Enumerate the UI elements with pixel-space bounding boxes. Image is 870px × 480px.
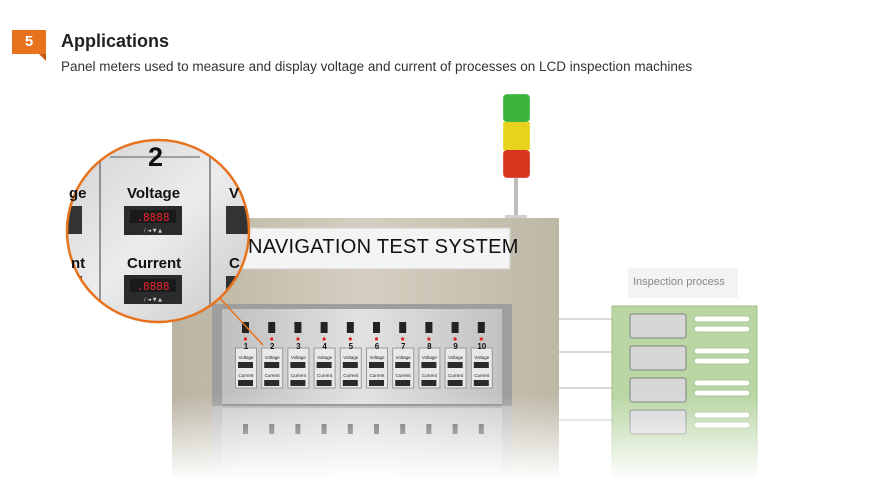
channel-current-label: Current <box>395 373 411 378</box>
panel-meter-icon <box>316 362 332 368</box>
toggle-switch-icon <box>399 322 407 333</box>
channel-current-label: Current <box>474 373 490 378</box>
channel-current-label: Current <box>317 373 333 378</box>
panel-meter-icon <box>342 362 358 368</box>
panel-meter-icon <box>447 362 463 368</box>
channel-current-label: Current <box>343 373 359 378</box>
led-indicator-icon <box>270 337 274 341</box>
toggle-switch-icon <box>320 322 328 333</box>
channel-voltage-label: Voltage <box>474 355 490 360</box>
led-indicator-icon <box>479 337 483 341</box>
channel-current-label: Current <box>448 373 464 378</box>
magnifier-lens: .8888 / ◄ ▼ ▲ .8888 / ◄ ▼ ▲ <box>65 138 251 324</box>
panel-meter-icon <box>264 380 280 386</box>
channel-voltage-label: Voltage <box>238 355 254 360</box>
channel-current-label: Current <box>264 373 280 378</box>
magnifier-channel-number: 2 <box>148 142 164 172</box>
toggle-switch-icon <box>242 322 249 333</box>
panel-meter-icon <box>473 362 489 368</box>
svg-text:.8888: .8888 <box>136 211 169 224</box>
led-indicator-icon <box>322 337 326 341</box>
channel-number: 7 <box>400 342 406 351</box>
channel-number: 5 <box>348 342 354 351</box>
svg-text:/ ◄ ▼ ▲: / ◄ ▼ ▲ <box>144 228 162 234</box>
led-indicator-icon <box>296 337 300 341</box>
magnifier-current-label: Current <box>127 255 182 272</box>
channel-voltage-label: Voltage <box>448 355 464 360</box>
panel-meter-icon: .8888 / ◄ ▼ ▲ <box>124 275 182 304</box>
panel-meter-icon <box>447 380 463 386</box>
channel-voltage-label: Voltage <box>343 355 359 360</box>
system-name: NAVIGATION TEST SYSTEM <box>248 236 519 258</box>
channel-current-label: Current <box>238 373 254 378</box>
toggle-switch-icon <box>425 322 433 333</box>
channel-number: 1 <box>243 342 249 351</box>
svg-text:/ ◄ ▼ ▲: / ◄ ▼ ▲ <box>144 297 162 303</box>
panel-meter-icon <box>290 380 306 386</box>
led-indicator-icon <box>243 337 248 341</box>
toggle-switch-icon <box>477 322 485 333</box>
channel-number: 8 <box>427 342 432 351</box>
panel-meter-icon <box>316 380 332 386</box>
channel-voltage-label: Voltage <box>317 355 333 360</box>
page-subtitle: Panel meters used to measure and display… <box>61 59 693 74</box>
magnifier-left-partial-current: nt <box>71 255 86 272</box>
panel-meter-icon <box>238 362 253 368</box>
channel-voltage-label: Voltage <box>421 355 437 360</box>
magnifier-right-partial-voltage: V <box>229 185 240 202</box>
led-indicator-icon <box>453 337 457 341</box>
magnifier-right-partial-current: C <box>229 255 240 272</box>
panel-meter-icon <box>290 362 306 368</box>
toggle-switch-icon <box>294 322 302 333</box>
led-indicator-icon <box>348 337 352 341</box>
channel-number: 6 <box>374 342 380 351</box>
led-indicator-icon <box>374 337 379 341</box>
inspection-label-box <box>628 268 738 298</box>
panel-meter-icon: .8888 / ◄ ▼ ▲ <box>124 206 182 235</box>
panel-meter-icon <box>421 380 437 386</box>
page-title: Applications <box>61 31 170 51</box>
panel-meter-icon <box>342 380 358 386</box>
step-badge: 5 <box>12 30 46 61</box>
panel-meter-icon <box>395 380 411 386</box>
inspection-process-label: Inspection process <box>633 276 725 288</box>
channel-number: 10 <box>477 342 487 351</box>
panel-meter-icon <box>264 362 280 368</box>
panel-meter-icon <box>238 380 253 386</box>
led-indicator-icon <box>427 337 431 341</box>
panel-meter-icon <box>421 362 437 368</box>
toggle-switch-icon <box>451 322 459 333</box>
channel-current-label: Current <box>369 373 385 378</box>
channel-current-label: Current <box>290 373 306 378</box>
channel-voltage-label: Voltage <box>264 355 280 360</box>
channel-current-label: Current <box>421 373 437 378</box>
magnifier-voltage-label: Voltage <box>127 185 181 202</box>
panel-meter-icon <box>369 362 384 368</box>
toggle-switch-icon <box>346 322 354 333</box>
channel-voltage-label: Voltage <box>369 355 385 360</box>
signal-tower-icon <box>502 93 531 220</box>
toggle-switch-icon <box>373 322 380 333</box>
magnifier-left-partial-voltage: ge <box>69 185 87 202</box>
channel-number: 4 <box>322 342 327 351</box>
channel-voltage-label: Voltage <box>290 355 306 360</box>
panel-meter-icon <box>369 380 384 386</box>
system-nameplate <box>241 227 511 270</box>
svg-text:.8888: .8888 <box>136 280 169 293</box>
channel-number: 3 <box>296 342 301 351</box>
toggle-switch-icon <box>268 322 276 333</box>
led-indicator-icon <box>401 337 405 341</box>
channel-number: 2 <box>269 342 275 351</box>
panel-meter-icon <box>473 380 489 386</box>
channel-voltage-label: Voltage <box>395 355 411 360</box>
channel-number: 9 <box>453 342 458 351</box>
panel-meter-icon <box>395 362 411 368</box>
